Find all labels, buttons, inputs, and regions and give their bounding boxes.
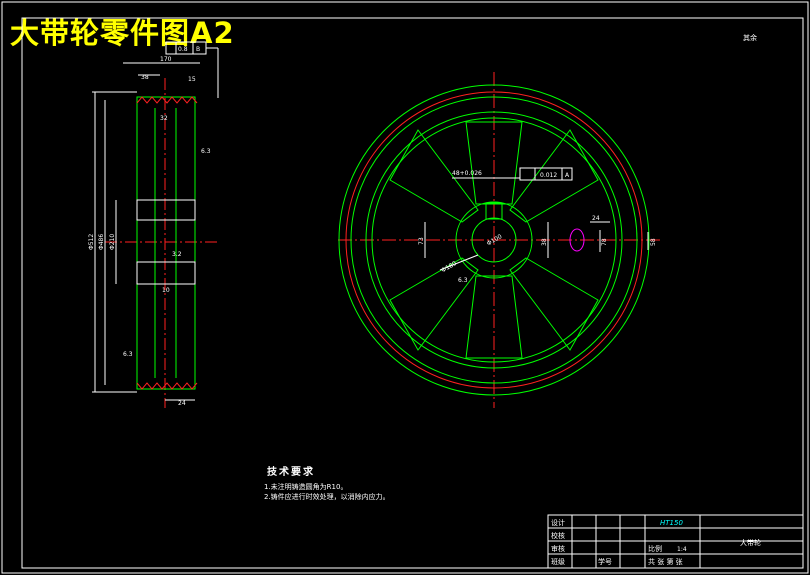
tb-row-3: 审核 [551, 544, 565, 553]
dim-58-front: 58 [650, 238, 657, 246]
dim-38: 38 [141, 74, 149, 81]
rim-inner-2 [371, 117, 617, 363]
dim-486: Φ486 [98, 234, 105, 250]
groove-top [136, 96, 198, 104]
dim-170: 170 [160, 56, 172, 63]
dim-15: 15 [188, 76, 196, 83]
tb-row-2: 校核 [551, 531, 565, 540]
dim-10: 10 [162, 287, 170, 294]
tol-datum: B [196, 46, 200, 53]
ra-a: 6.3 [201, 148, 211, 155]
hub-outer [455, 201, 533, 279]
tol-value: 0.8 [178, 46, 188, 53]
tb-row-1: 设计 [551, 518, 565, 527]
gtol-datum: A [565, 172, 570, 179]
tb-scale-label: 比例 [648, 544, 662, 553]
hatch-bottom [136, 261, 196, 285]
tb-part-name: 大带轮 [740, 538, 761, 547]
bore-dia: Φ100 [486, 233, 504, 247]
roughness-note: 其余 [743, 34, 757, 42]
rim-groove [350, 96, 638, 384]
groove-bottom [136, 382, 198, 390]
rim-outline [136, 96, 196, 390]
side-view: 170 38 15 0.8 B Φ512 Φ486 Φ210 32 10 24 … [88, 41, 220, 408]
title-block: 设计 校核 审核 班级 学号 HT150 比例 1:4 共 张 第 张 大带轮 [547, 514, 804, 569]
hub-dia: Φ180 [440, 260, 458, 274]
rim-outer [338, 84, 650, 396]
spoke-section [569, 228, 585, 252]
hub-leader [439, 254, 479, 271]
tech-requirements-title: 技术要求 [267, 467, 315, 478]
keyway-tol: 48+0.026 [452, 170, 482, 177]
ra-c: 6.3 [123, 351, 133, 358]
gtol-frame [519, 167, 573, 181]
tech-line-2: 2.铸件应进行时效处理，以消除内应力。 [264, 493, 390, 501]
hatch-top [136, 199, 196, 221]
dim-24-front: 24 [592, 215, 600, 222]
dim-24: 24 [178, 400, 186, 407]
spokes [389, 121, 599, 359]
dim-512: Φ512 [88, 234, 95, 250]
rim-inner [365, 111, 623, 369]
tb-scale-value: 1:4 [677, 546, 687, 553]
dim-210: Φ210 [109, 234, 116, 250]
ra-front: 6.3 [458, 277, 468, 284]
inner-border [21, 17, 804, 569]
tb-row-4: 班级 [551, 557, 565, 566]
dim-78-front: 78 [601, 238, 608, 246]
keyway [485, 202, 503, 220]
tb-sheet: 共 张 第 张 [648, 557, 683, 566]
dim-32: 32 [160, 115, 168, 122]
tb-student: 学号 [598, 557, 612, 566]
ra-b: 3.2 [172, 251, 182, 258]
tech-line-1: 1.未注明铸造圆角为R10。 [264, 483, 348, 491]
hub-bore [471, 217, 517, 263]
gtol-value: 0.012 [540, 172, 557, 179]
dim-38-front: 38 [541, 238, 548, 246]
drawing-title: 大带轮零件图A2 [10, 16, 235, 50]
dim-73-front: 73 [418, 237, 425, 245]
tb-material: HT150 [660, 519, 683, 527]
rim-pitch [345, 91, 643, 389]
front-view: 48+0.026 0.012 A Φ100 Φ180 38 24 78 58 7… [338, 72, 662, 408]
